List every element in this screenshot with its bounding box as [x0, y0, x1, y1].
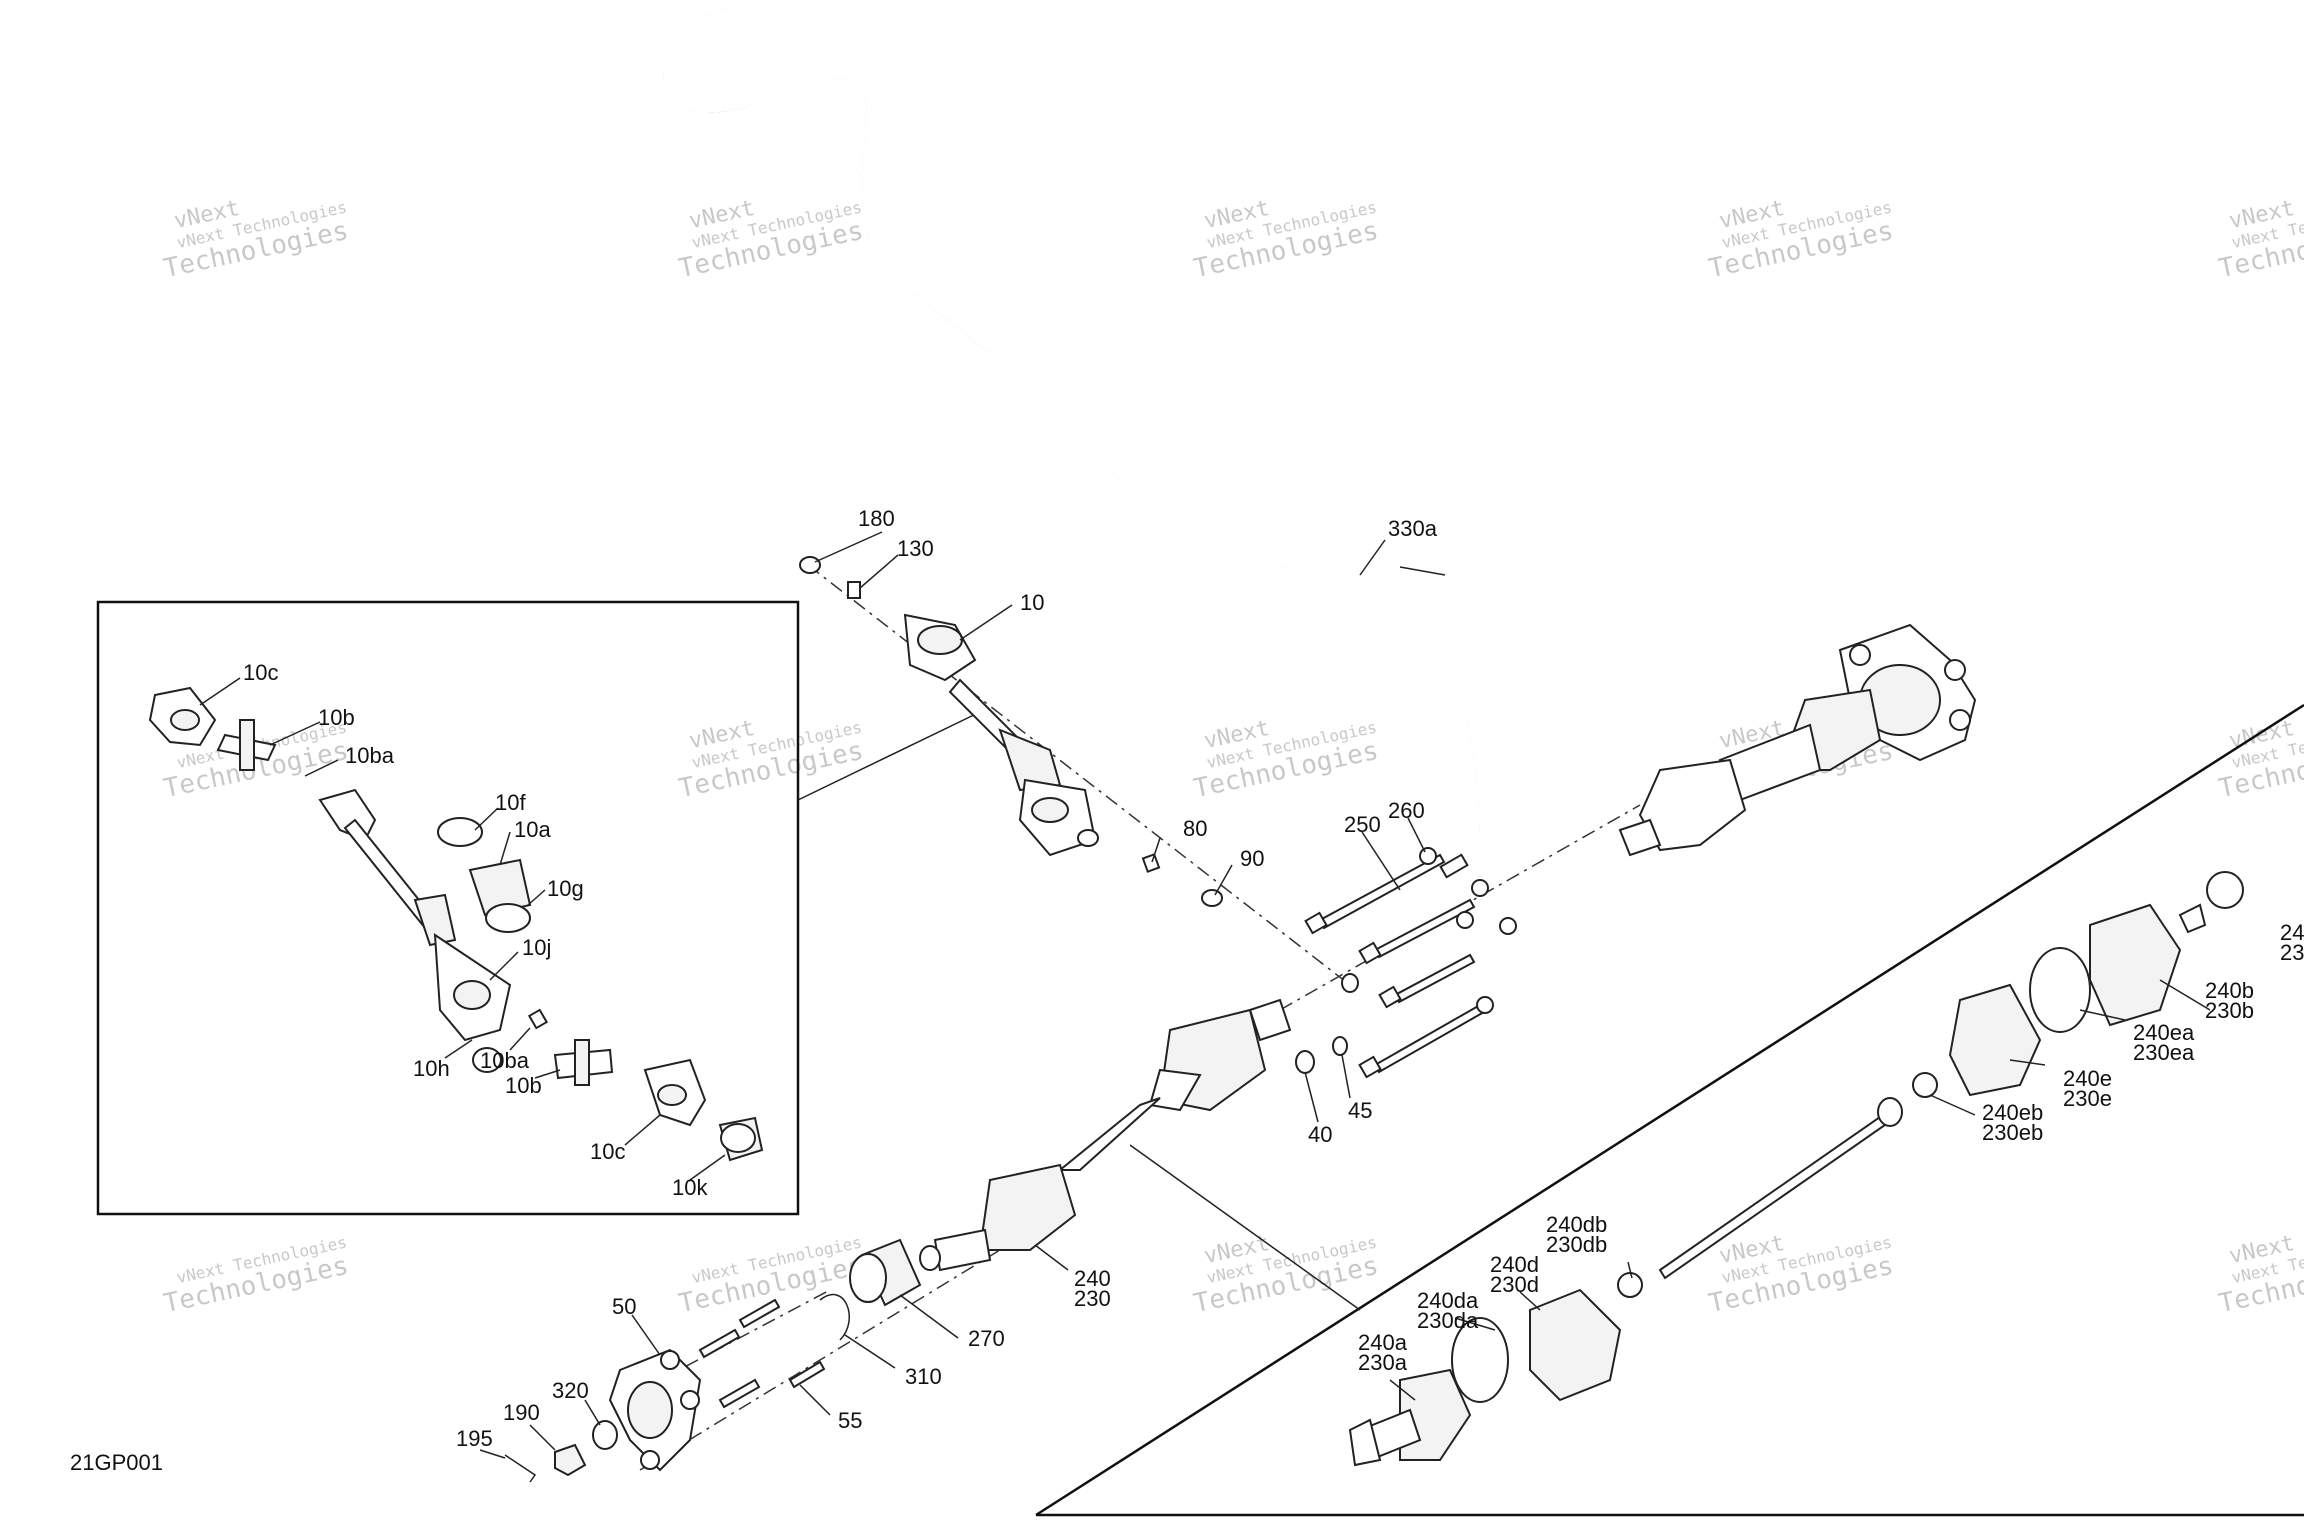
watermarks: vNext vNext Technologies Technologies vN…: [161, 196, 2304, 1319]
watermark: vNext vNext Technologies Technologies: [161, 196, 351, 284]
watermark: vNext vNext Technologies Technologies: [1191, 716, 1381, 804]
callout-230db: 230db: [1546, 1232, 1607, 1257]
washers-40-45: [1295, 973, 1359, 1074]
callout-250: 250: [1344, 812, 1381, 837]
main-callouts: 180 130 10 330a 80 90 250 260 40 45 240 …: [456, 506, 1438, 1451]
callout-240: 240: [1074, 1266, 1111, 1291]
callout-130: 130: [897, 536, 934, 561]
callout-230: 230: [1074, 1286, 1111, 1311]
inset-callouts: 10c 10b 10ba 10f 10a 10g 10j 10h 10ba 10…: [243, 660, 708, 1200]
callout-55: 55: [838, 1408, 862, 1433]
callout-240a: 240a: [1358, 1330, 1408, 1355]
watermark: vNext vNext Technologies Technologies: [1191, 1231, 1381, 1319]
callout-240db: 240db: [1546, 1212, 1607, 1237]
callout-270: 270: [968, 1326, 1005, 1351]
callout-80: 80: [1183, 816, 1207, 841]
wheel-hub: [608, 1348, 702, 1472]
studs-50: [698, 1298, 826, 1409]
callout-10k: 10k: [672, 1175, 708, 1200]
callout-310: 310: [905, 1364, 942, 1389]
bolts-250: [1304, 853, 1486, 1079]
axle-breakdown-frame: [1035, 703, 2304, 1517]
watermark: vNext vNext Technologies Technologies: [2216, 1231, 2304, 1319]
inset-leader-lines: [199, 677, 726, 1181]
driveshaft-10: [799, 556, 1223, 907]
inset-parts: [148, 686, 764, 1162]
callout-10: 10: [1020, 590, 1044, 615]
callout-240-right: 24: [2280, 920, 2304, 945]
watermark: vNext vNext Technologies Technologies: [1191, 196, 1381, 284]
nuts-260: [1419, 847, 1517, 1014]
callout-240da: 240da: [1417, 1288, 1479, 1313]
callout-230d: 230d: [1490, 1272, 1539, 1297]
callout-10h: 10h: [413, 1056, 450, 1081]
callout-320: 320: [552, 1378, 589, 1403]
callout-240eb: 240eb: [1982, 1100, 2043, 1125]
main-axle-240: [919, 998, 1292, 1272]
leader-lines: [479, 531, 1446, 1459]
callout-10b-top: 10b: [318, 705, 355, 730]
washer-320: [592, 1420, 618, 1450]
callout-180: 180: [858, 506, 895, 531]
callout-10c-bot: 10c: [590, 1139, 625, 1164]
watermark: vNext vNext Technologies Technologies: [2216, 716, 2304, 804]
detail-inset-frame: [96, 600, 800, 1216]
axis-upper: [807, 564, 1351, 986]
callout-230e: 230e: [2063, 1086, 2112, 1111]
callout-10b-bot: 10b: [505, 1073, 542, 1098]
callout-90: 90: [1240, 846, 1264, 871]
watermark: vNext Technologies Technologies: [161, 1232, 351, 1319]
callout-230-right: 23: [2280, 940, 2304, 965]
callout-260: 260: [1388, 798, 1425, 823]
watermark: vNext vNext Technologies Technologies: [1706, 196, 1896, 284]
axis-lower: [639, 1249, 1001, 1471]
axle-leader: [1129, 1144, 1361, 1311]
inset-leader-top: [797, 711, 981, 801]
circlip-310: [819, 1293, 850, 1341]
callout-230da: 230da: [1417, 1308, 1479, 1333]
axle-breakdown-parts: [1348, 871, 2244, 1467]
callout-10f: 10f: [495, 790, 526, 815]
callout-190: 190: [503, 1400, 540, 1425]
bearing-270: [849, 1238, 922, 1307]
callout-195: 195: [456, 1426, 493, 1451]
callout-230eb: 230eb: [1982, 1120, 2043, 1145]
callout-10a: 10a: [514, 817, 551, 842]
axle-breakdown-callouts: 24 23 240b 230b 240ea 230ea 240e 230e 24…: [1358, 920, 2304, 1375]
watermark: vNext vNext Technologies Technologies: [676, 196, 866, 284]
callout-330a: 330a: [1388, 516, 1438, 541]
axis-hub: [659, 1289, 831, 1381]
callout-10ba-top: 10ba: [345, 743, 395, 768]
nut-190: [554, 1443, 587, 1477]
callout-40: 40: [1308, 1122, 1332, 1147]
callout-240b: 240b: [2205, 978, 2254, 1003]
callout-10j: 10j: [522, 935, 551, 960]
cotter-pin-195: [504, 1454, 537, 1483]
watermark: vNext vNext Technologies Technologies: [676, 716, 866, 804]
callout-50: 50: [612, 1294, 636, 1319]
callout-240ea: 240ea: [2133, 1020, 2195, 1045]
callout-240d: 240d: [1490, 1252, 1539, 1277]
breather-tube-330a: [663, 9, 1482, 879]
upper-cv-axle: [1618, 688, 1882, 857]
callout-240e: 240e: [2063, 1066, 2112, 1091]
callout-230ea: 230ea: [2133, 1040, 2195, 1065]
callout-230b: 230b: [2205, 998, 2254, 1023]
axle-breakdown-leaders: [1389, 979, 2211, 1401]
callout-10c-top: 10c: [243, 660, 278, 685]
callout-10g: 10g: [547, 876, 584, 901]
callout-45: 45: [1348, 1098, 1372, 1123]
callout-230a: 230a: [1358, 1350, 1408, 1375]
drawing-code: 21GP001: [70, 1450, 163, 1475]
watermark: vNext vNext Technologies Technologies: [2216, 196, 2304, 284]
callout-10ba-bot: 10ba: [480, 1048, 530, 1073]
